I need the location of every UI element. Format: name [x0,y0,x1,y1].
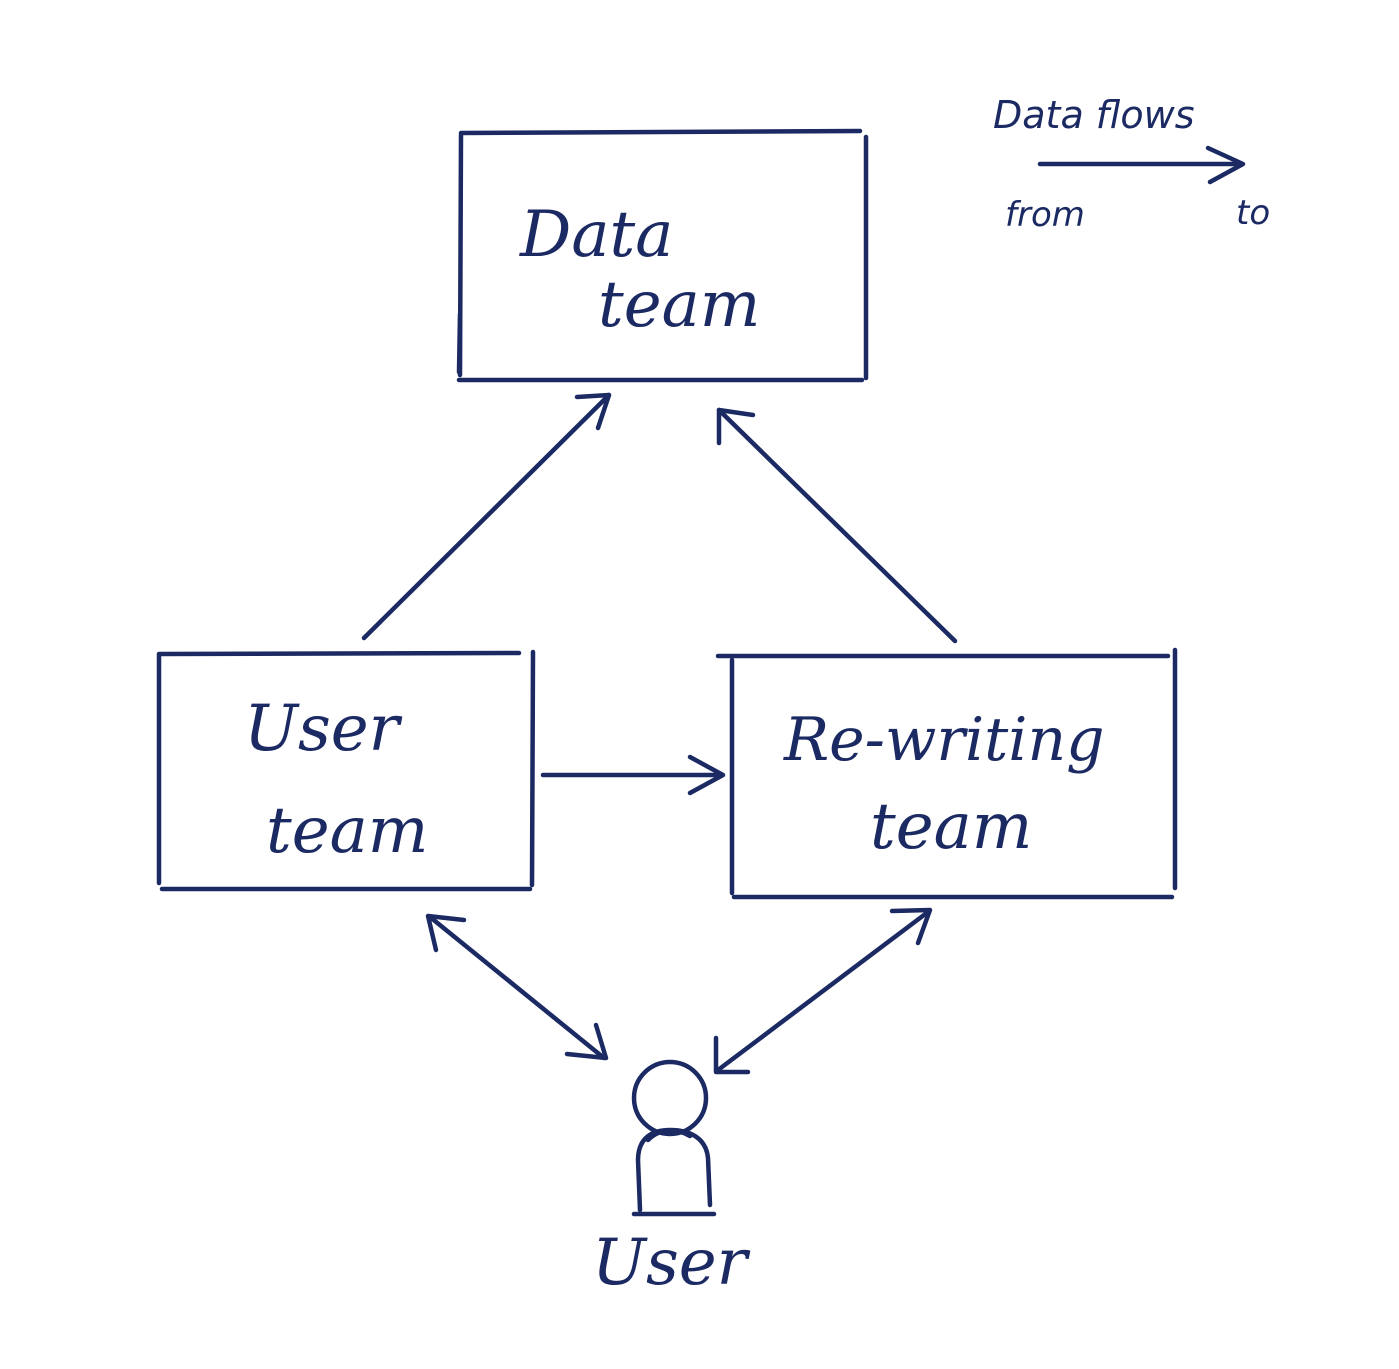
edge-user-team-user [425,913,609,1061]
data-team-label-line2: team [598,268,760,342]
legend-from-label: from [1005,195,1085,235]
user-label: User [592,1226,751,1300]
data-team-node: Data team [456,128,869,383]
arrowhead-icon [574,392,612,431]
rewriting-team-label-line1: Re-writing [783,705,1105,775]
data-team-box [456,128,869,383]
rewriting-team-node: Re-writing team [715,647,1178,900]
edge-line [716,407,958,644]
user-node: User [592,1059,751,1300]
edge-line [361,392,612,641]
legend-to-label: to [1236,193,1270,233]
legend: Data flows from to [993,93,1270,235]
arrowhead-icon [889,907,933,946]
legend-title: Data flows [993,93,1195,137]
edge-line [715,909,931,1073]
arrowhead-icon [425,913,467,953]
user-team-label-line1: User [244,692,403,766]
edge-user-team-to-rewriting-team [540,754,726,796]
arrowhead-icon [564,1022,609,1061]
arrowhead-icon [716,407,756,446]
edge-rewriting-team-to-data-team [716,407,958,644]
arrowhead-icon [1205,145,1246,185]
arrowhead-icon [713,1035,751,1075]
user-team-label-line2: team [266,794,428,868]
user-team-node: User team [156,649,536,892]
rewriting-team-label-line2: team [870,790,1032,864]
user-team-box [156,649,536,892]
arrowhead-icon [687,754,726,796]
person-icon [631,1059,717,1217]
edge-rewriting-team-user [713,907,933,1075]
edge-line [427,914,607,1061]
rewriting-team-box [715,647,1178,900]
edge-user-team-to-data-team [361,392,612,641]
data-team-label-line1: Data [519,198,673,272]
